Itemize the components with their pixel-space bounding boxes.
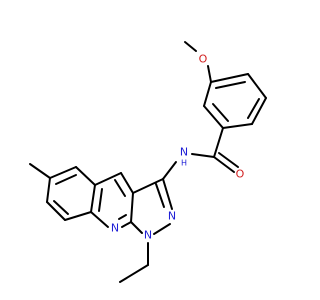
background (0, 0, 300, 300)
bond-ring-bottom (222, 123, 253, 129)
amide-hydrogen-label: H (181, 159, 187, 168)
bond-carbonyl-o-2 (218, 152, 239, 168)
bond-ring-left-lower (203, 105, 224, 129)
bond-c4a-c4 (94, 172, 122, 186)
bond-c3-n2 (162, 178, 173, 210)
bond-n1-c7a (130, 221, 143, 234)
molecule-diagram: O O N H N N N (0, 0, 300, 300)
bond-ring-top-inner (215, 81, 246, 89)
bond-ring-left-upper (203, 81, 212, 107)
atom-labels: O O N H N N N (111, 53, 245, 242)
bond-c3a-c3 (132, 178, 164, 194)
bond-ring-right-lower-inner (247, 98, 260, 119)
bond-carbonyl-o-1 (213, 156, 235, 173)
bond-ring-right-upper (247, 73, 267, 99)
quinoline-nitrogen-label: N (111, 222, 119, 235)
bond-c7a-c3a (130, 192, 134, 223)
bond-c4-c3a (120, 172, 134, 194)
bond-c6-methyl (29, 163, 51, 179)
bond-ring-top (210, 73, 249, 83)
bond-c8a-c4a (90, 184, 96, 213)
bond-c7a-nq (121, 221, 132, 228)
pyrazole-n2-label: N (168, 210, 176, 223)
bond-c7a-nq-inner (118, 214, 127, 220)
carbonyl-oxygen-label: O (236, 168, 245, 181)
bond-c6-c7 (46, 177, 51, 203)
bond-carbonyl-n (191, 153, 215, 158)
pyrazole-n1-label: N (144, 229, 152, 242)
bond-ring-left-lower-inner (212, 103, 229, 122)
bond-c8a-c4a-inner (98, 188, 103, 212)
methoxy-oxygen-label: O (199, 53, 208, 66)
bond-c8-c8a (64, 211, 92, 221)
amide-nitrogen-label: N (180, 146, 188, 159)
bond-c5-c6-inner (55, 174, 77, 185)
bond-nq-c8a (90, 211, 109, 228)
bonds (29, 41, 267, 283)
bond-c7-c8-inner (53, 200, 69, 215)
bond-c7-c8 (46, 201, 66, 221)
bond-methyl-ome (184, 41, 197, 52)
bond-ethyl (119, 264, 149, 283)
bond-n-c3 (162, 161, 177, 180)
bond-ome-ring (207, 65, 212, 83)
bond-ring-carbonyl (213, 127, 224, 158)
bond-ring-right-lower (251, 97, 267, 125)
bond-c4-c3a-inner (114, 179, 126, 197)
bond-c5-c6 (49, 166, 77, 179)
bond-c3-n2-inner (155, 183, 165, 208)
bond-n2-n1 (153, 223, 171, 235)
bond-c4a-c5 (75, 166, 96, 186)
